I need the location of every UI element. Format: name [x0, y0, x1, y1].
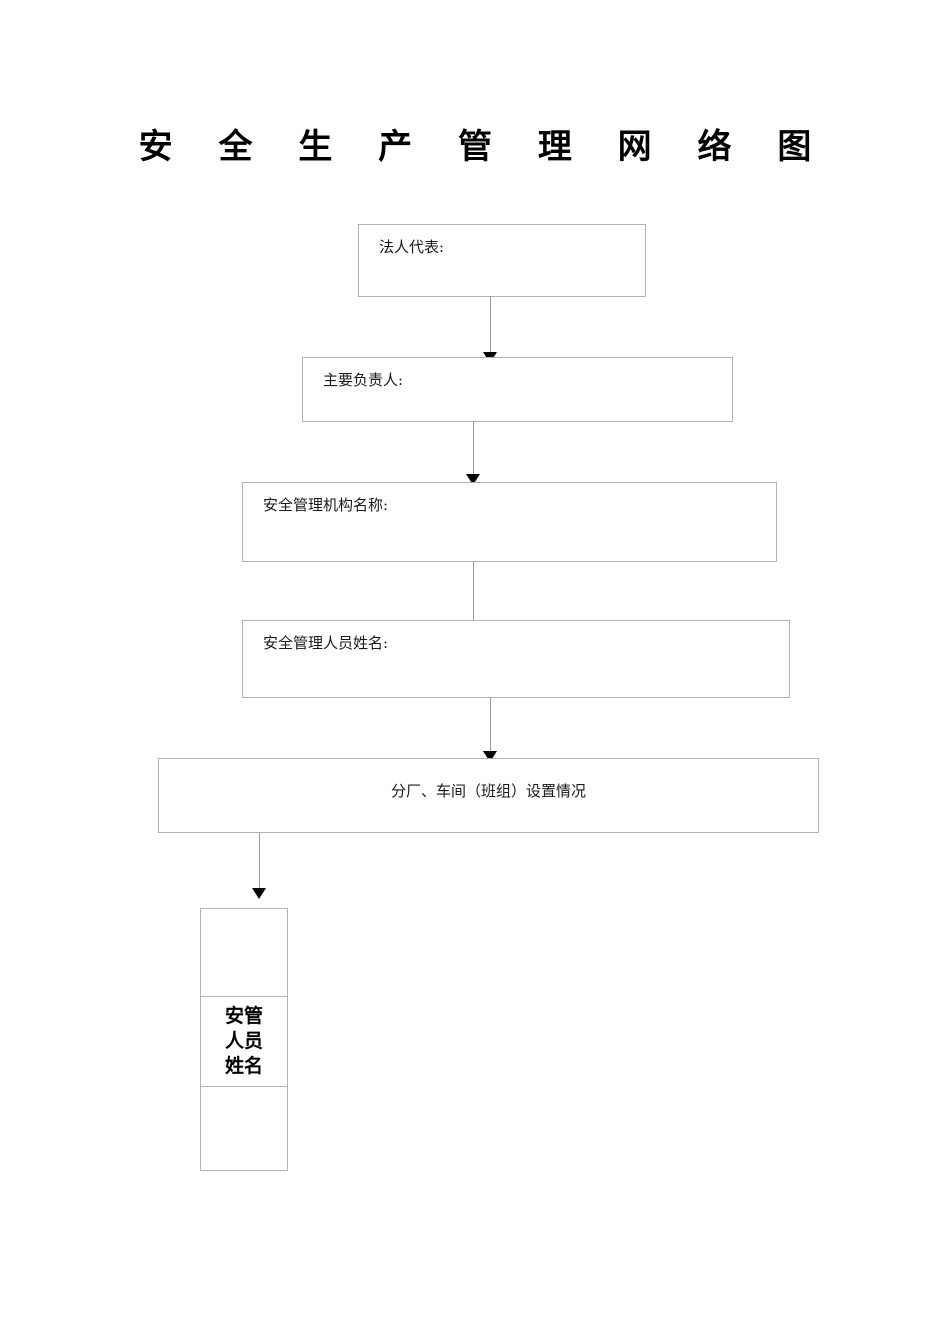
flow-box-branch-workshop-setup[interactable]: 分厂、车间（班组）设置情况 — [158, 758, 819, 833]
personnel-cell-empty-bottom[interactable] — [200, 1086, 288, 1171]
flow-box-legal-representative-label: 法人代表: — [379, 238, 445, 256]
flow-box-safety-staff-name[interactable]: 安全管理人员姓名: — [242, 620, 790, 698]
connector-staff-name-to-branch-setup — [490, 698, 491, 760]
flow-box-safety-staff-name-label: 安全管理人员姓名: — [263, 634, 389, 652]
flow-box-main-leader-label: 主要负责人: — [323, 371, 404, 389]
table-row — [200, 1086, 288, 1171]
connector-org-name-to-staff-name — [473, 562, 474, 634]
page-title: 安 全 生 产 管 理 网 络 图 — [138, 127, 829, 167]
connector-main-leader-to-org-name — [473, 421, 474, 483]
table-row — [200, 908, 288, 997]
arrowhead-down-icon — [252, 888, 266, 899]
personnel-table: 安管人员姓名 — [200, 908, 288, 1171]
personnel-cell-title[interactable]: 安管人员姓名 — [200, 996, 288, 1087]
connector-branch-setup-to-personnel-table — [259, 833, 260, 898]
flow-box-safety-org-name-label: 安全管理机构名称: — [263, 496, 389, 514]
flow-box-safety-org-name[interactable]: 安全管理机构名称: — [242, 482, 777, 562]
connector-legal-rep-to-main-leader — [490, 296, 491, 356]
arrowhead-down-icon — [466, 474, 480, 485]
flow-box-branch-workshop-setup-label: 分厂、车间（班组）设置情况 — [390, 782, 586, 800]
table-row: 安管人员姓名 — [200, 996, 288, 1087]
flow-box-legal-representative[interactable]: 法人代表: — [358, 224, 646, 297]
arrowhead-down-icon — [483, 751, 497, 762]
flow-box-main-leader[interactable]: 主要负责人: — [302, 357, 733, 422]
personnel-cell-title-label: 安管人员姓名 — [224, 1005, 263, 1077]
personnel-cell-empty-top[interactable] — [200, 908, 288, 997]
